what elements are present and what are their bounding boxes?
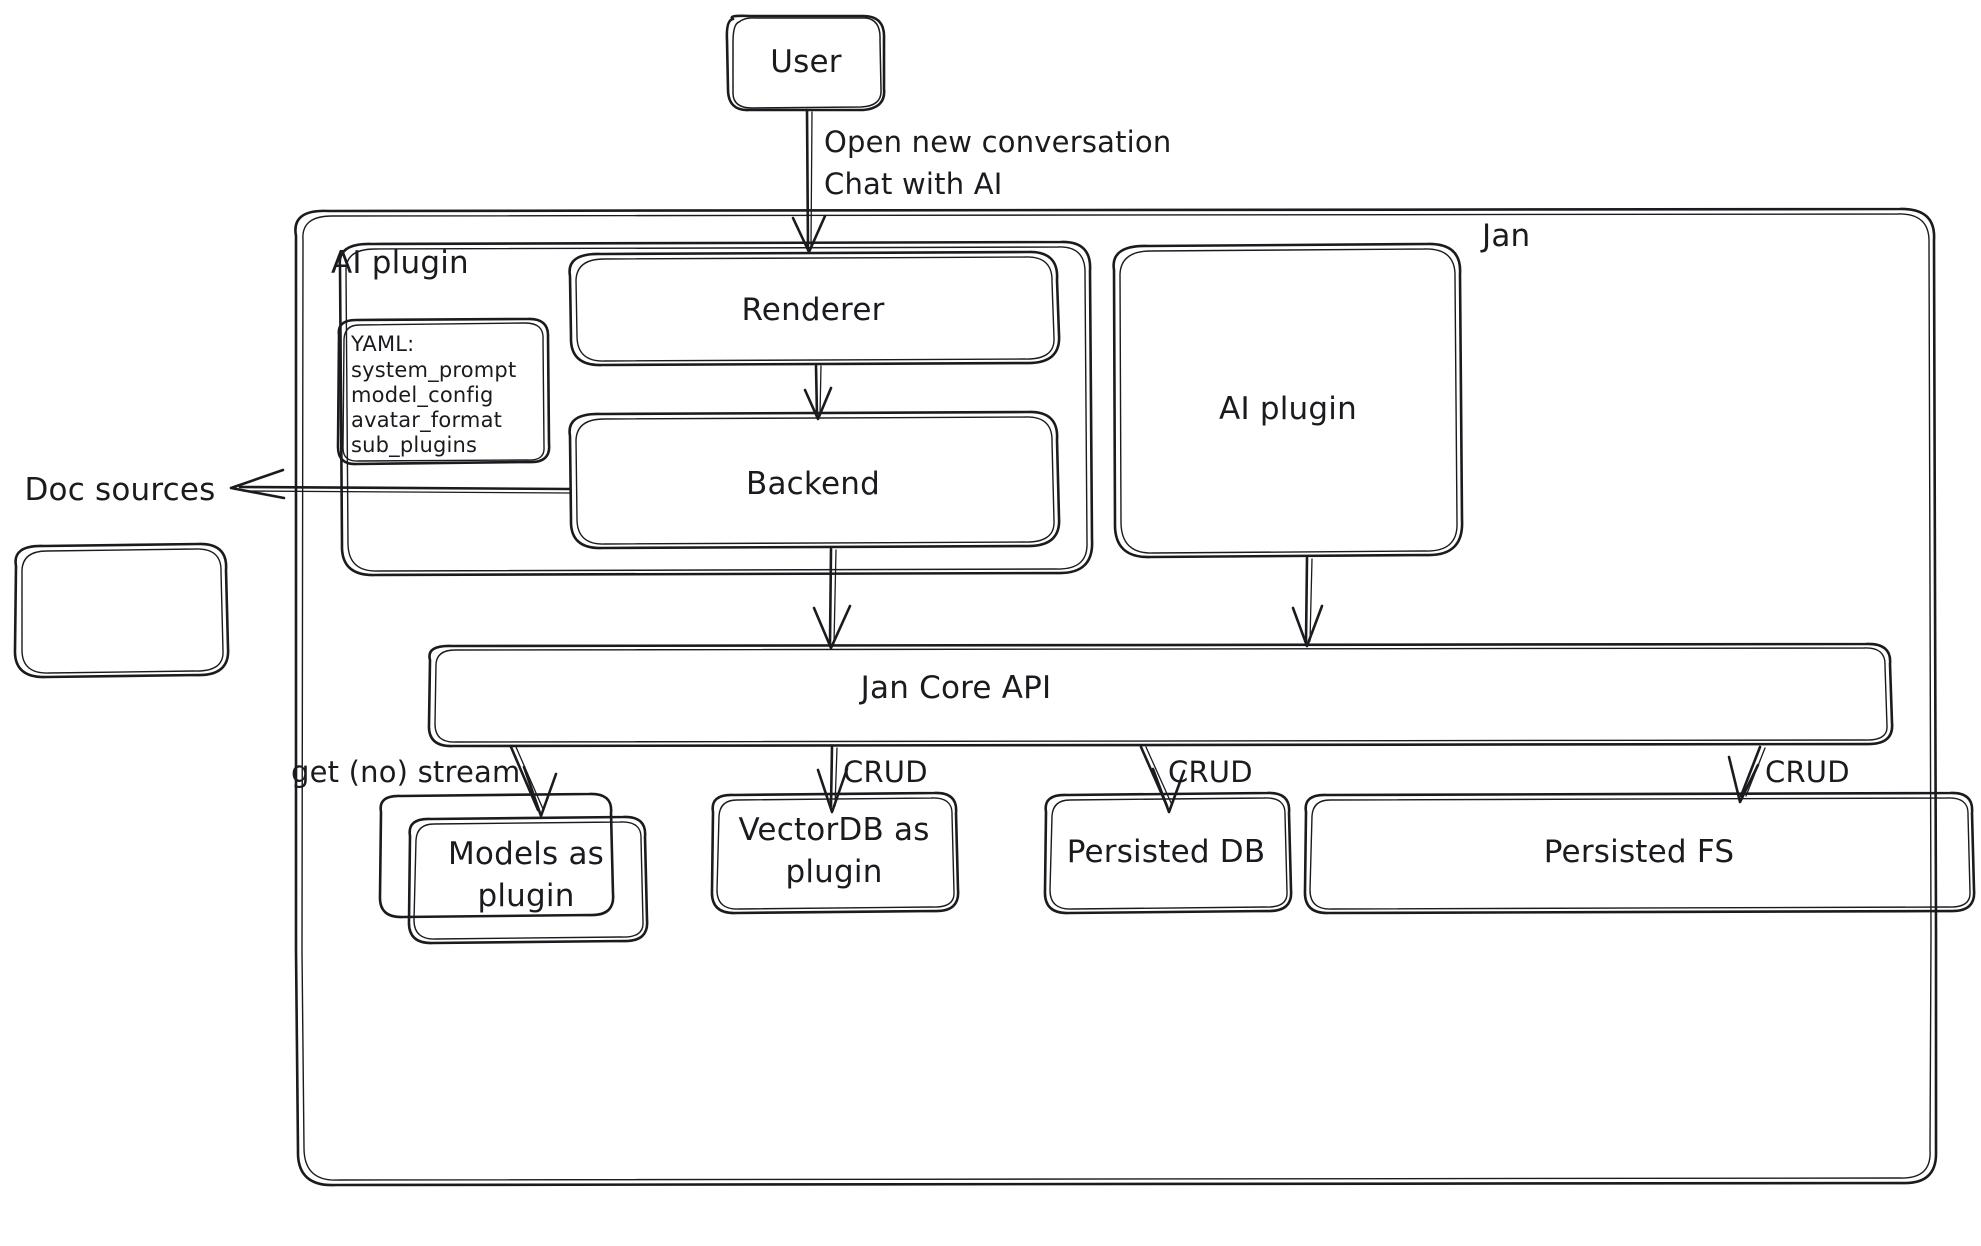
node-models-plugin-label-1: Models as — [447, 836, 605, 872]
edge-core-to-persisted-db-label: CRUD — [1168, 755, 1253, 789]
edge-user-to-renderer — [791, 108, 827, 254]
edge-renderer-to-backend — [803, 364, 833, 421]
group-ai-plugin-label: AI plugin — [331, 245, 469, 281]
node-models-plugin-back-shape — [378, 792, 615, 919]
node-doc-sources-label: Doc sources — [24, 472, 216, 508]
node-persisted-db-label: Persisted DB — [1066, 834, 1266, 870]
node-doc-sources-shape[interactable] — [13, 542, 230, 679]
yaml-card-line-4: sub_plugins — [351, 433, 478, 457]
edge-core-to-vectordb — [816, 745, 849, 814]
node-ai-plugin-right-label: AI plugin — [1219, 391, 1357, 427]
yaml-card-line-2: model_config — [351, 383, 494, 407]
edge-backend-to-core — [812, 547, 852, 650]
node-user-label: User — [770, 44, 842, 80]
group-ai-plugin-shape — [338, 240, 1094, 577]
edge-user-to-renderer-label-2: Chat with AI — [824, 167, 1003, 201]
node-ai-plugin-right-shape[interactable] — [1112, 242, 1464, 559]
node-renderer-label: Renderer — [741, 292, 885, 328]
yaml-card-line-1: system_prompt — [351, 358, 517, 382]
group-jan-label: Jan — [1482, 218, 1531, 254]
edge-core-to-persisted-fs — [1727, 745, 1766, 804]
edge-core-to-models — [509, 745, 558, 818]
node-vectordb-plugin-label-2: plugin — [785, 854, 883, 890]
yaml-card-line-3: avatar_format — [351, 408, 503, 432]
node-jan-core-api-label: Jan Core API — [860, 670, 1052, 706]
group-jan-shape — [294, 207, 1938, 1187]
node-models-plugin-label-2: plugin — [477, 878, 575, 914]
node-persisted-db-shape[interactable] — [1043, 791, 1293, 915]
edge-user-to-renderer-label-1: Open new conversation — [824, 125, 1172, 159]
node-jan-core-api-shape[interactable] — [427, 642, 1894, 748]
edge-backend-to-doc-sources — [229, 468, 572, 500]
edge-core-to-models-label: get (no) stream — [291, 755, 521, 789]
node-persisted-fs-label: Persisted FS — [1543, 834, 1735, 870]
node-user-shape[interactable] — [725, 14, 886, 112]
edge-core-to-vectordb-label: CRUD — [843, 755, 928, 789]
node-vectordb-plugin-label-1: VectorDB as — [738, 812, 930, 848]
edge-ai-plugin-right-to-core — [1291, 556, 1324, 648]
node-backend-label: Backend — [746, 466, 880, 502]
edge-core-to-persisted-db — [1139, 745, 1186, 814]
node-vectordb-plugin-shape[interactable] — [710, 791, 960, 915]
node-yaml-card-shape[interactable] — [336, 317, 551, 466]
node-backend-shape[interactable] — [568, 410, 1061, 550]
edge-core-to-persisted-fs-label: CRUD — [1765, 755, 1850, 789]
node-renderer-shape[interactable] — [568, 250, 1061, 367]
node-models-plugin-shape[interactable] — [407, 815, 649, 945]
yaml-card-title: YAML: — [351, 332, 415, 356]
node-persisted-fs-shape[interactable] — [1303, 791, 1976, 915]
